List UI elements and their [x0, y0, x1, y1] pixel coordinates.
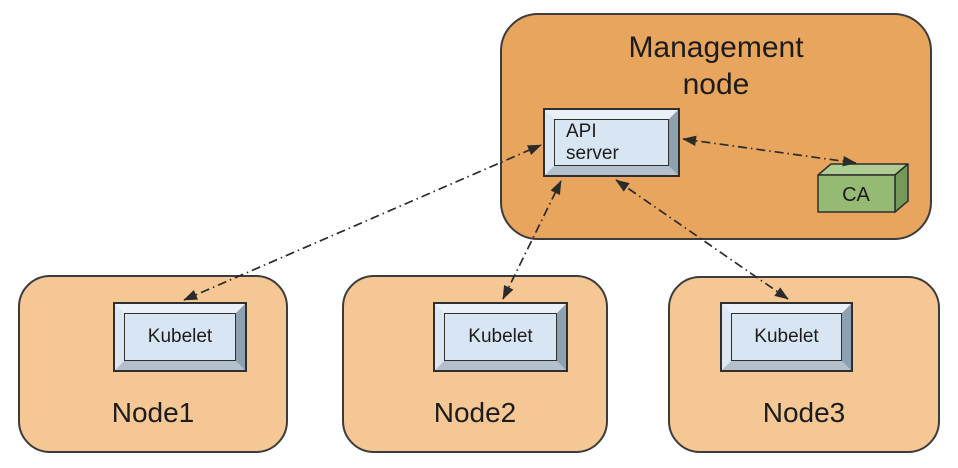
- kubelet3-box: Kubelet: [720, 302, 853, 372]
- kubelet1-bevel: Kubelet: [115, 304, 245, 370]
- kubelet3-bevel: Kubelet: [722, 304, 851, 370]
- kubelet2-box: Kubelet: [433, 302, 568, 372]
- kubelet1-box: Kubelet: [113, 302, 247, 372]
- management-node-label: Management node: [628, 31, 804, 101]
- node2-label: Node2: [433, 397, 517, 428]
- kubelet2-bevel: Kubelet: [435, 304, 566, 370]
- api-server-label: API server: [554, 119, 669, 166]
- node1-label: Node1: [111, 397, 195, 428]
- kubelet1-label: Kubelet: [124, 313, 236, 361]
- kubelet2-label: Kubelet: [444, 313, 557, 361]
- api-server-box: API server: [543, 108, 680, 177]
- api-server-bevel: API server: [545, 110, 678, 175]
- node3-label: Node3: [762, 397, 846, 428]
- kubelet3-label: Kubelet: [731, 313, 842, 361]
